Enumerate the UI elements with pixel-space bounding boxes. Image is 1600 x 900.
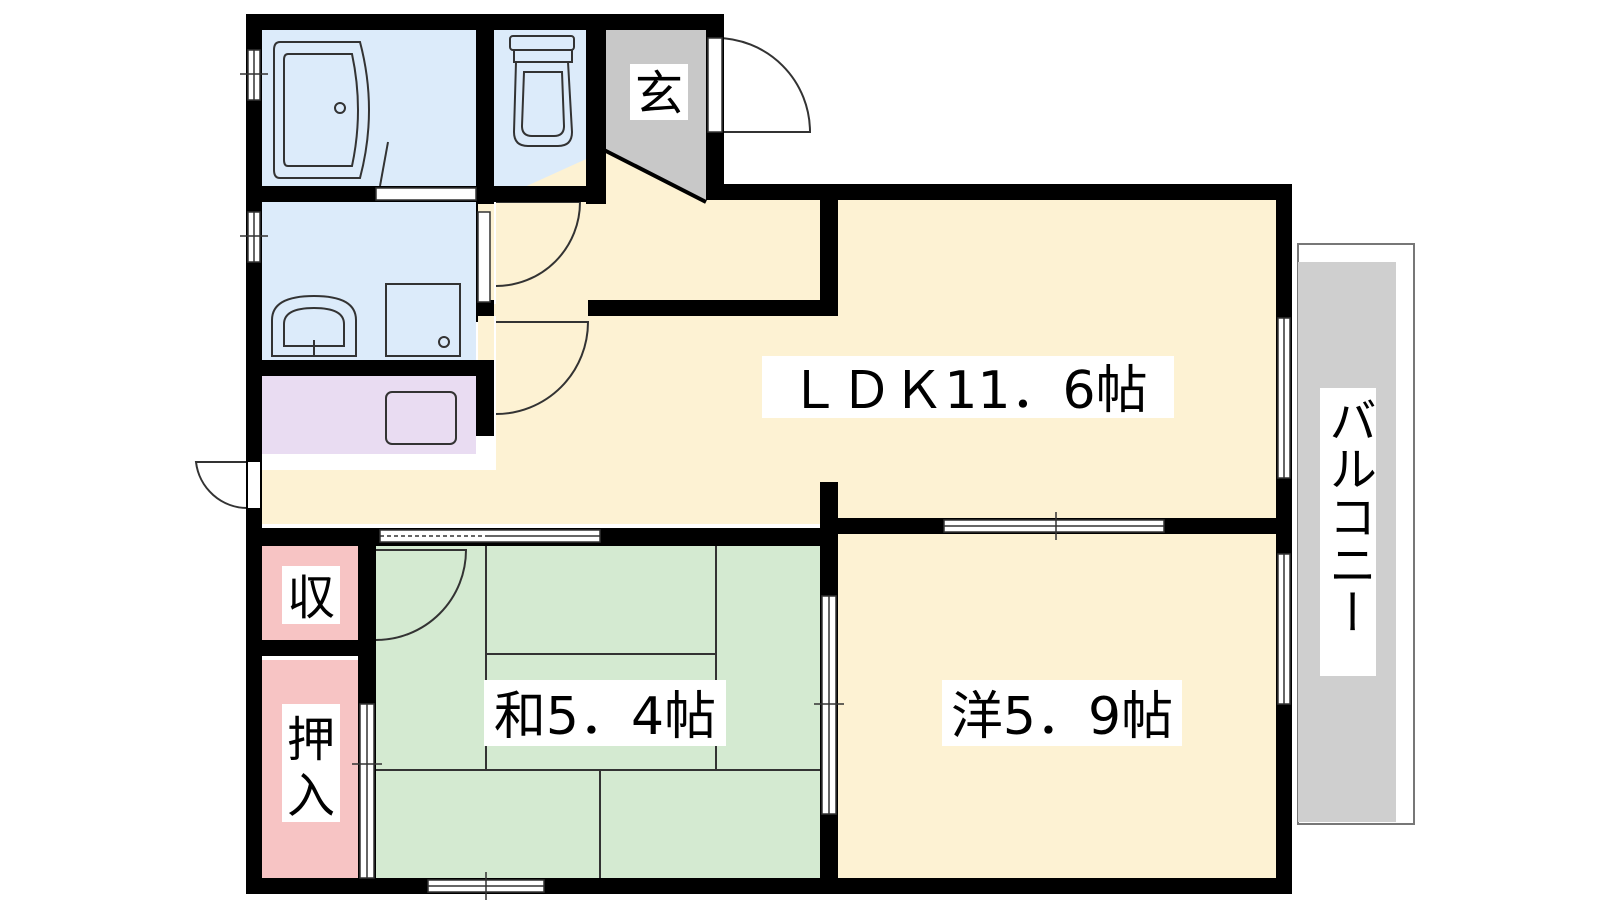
kitchen-sink [385,391,457,445]
oshiire-label-line1: 押 [287,712,335,768]
oshiire-label-line2: 入 [287,768,335,824]
washroom-floor [258,200,476,362]
entrance-door [715,36,812,133]
storage-door [375,549,468,641]
balcony-label: バルコニー [1320,396,1376,636]
balcony [1297,243,1415,825]
yoshitsu-label-bg [942,680,1182,746]
bathroom-floor [258,28,476,188]
ldk-label-bg [762,356,1174,418]
toilet [509,35,575,147]
washitsu-label: 和5．4帖 [494,687,716,747]
washroom-door [495,321,590,415]
shuno-label-bg [282,566,340,624]
genkan-label-bg [630,64,688,120]
washitsu-label-bg [484,680,726,746]
genkan-label: 玄 [635,66,683,122]
openings [240,37,1291,900]
balcony-label-bg [1320,388,1376,676]
shuno-label: 収 [287,570,335,626]
wash-basin [271,294,357,357]
bathtub [273,41,370,179]
entrance-step [603,148,707,204]
side-door [194,461,249,510]
washing-machine-pan [385,283,461,357]
oshiire-label-bg [282,704,340,822]
bath-door [379,141,389,187]
ldk-label: ＬＤＫ11．6帖 [788,361,1147,421]
door-swings [194,36,812,641]
toilet-door [495,201,582,287]
kitchen-counter [258,376,476,454]
yoshitsu-label: 洋5．9帖 [951,687,1173,747]
